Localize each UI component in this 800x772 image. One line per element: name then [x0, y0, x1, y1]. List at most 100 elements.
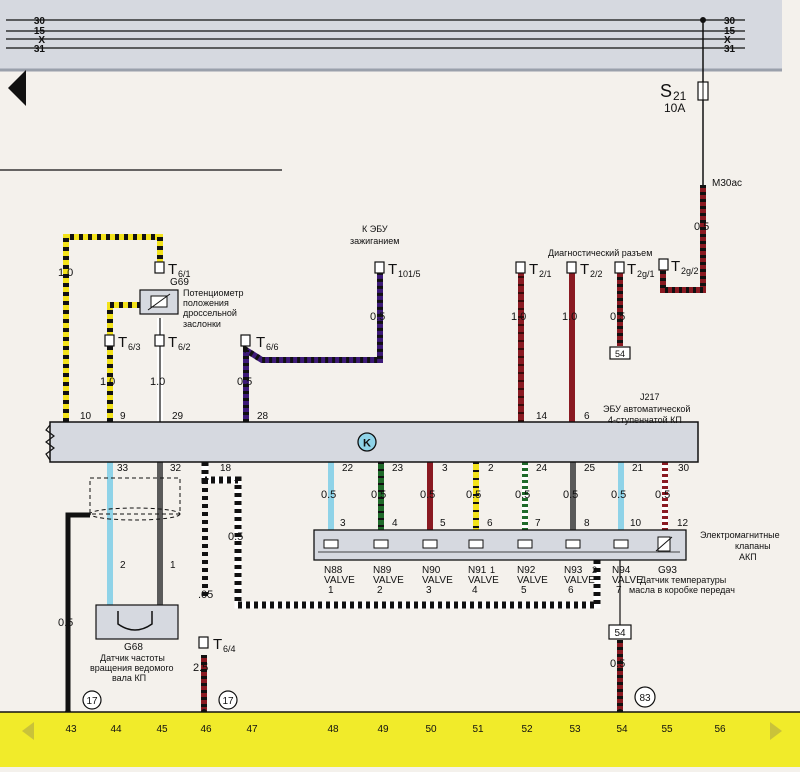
temp-sensor-arrow-icon	[655, 536, 673, 552]
ecu-bottom-pin: 32	[170, 463, 182, 474]
bus-label-right-x: X	[724, 35, 731, 46]
connector-icon	[566, 261, 577, 274]
valve-kind: VALVE	[422, 575, 453, 586]
wire-pin9-stripe	[107, 302, 140, 422]
fuse-name: S	[660, 81, 672, 101]
connector-t21-sub: 2/1	[539, 269, 552, 279]
ecu-break-mark	[45, 424, 55, 461]
valve-coil-icon	[323, 539, 339, 549]
valve-name: N91	[468, 565, 487, 576]
size-lower: 0.5	[371, 489, 386, 501]
valve-pin: 4	[392, 518, 398, 529]
size-pin18: 0.5	[228, 531, 243, 543]
size-pin9: 1.0	[100, 376, 115, 388]
circle-refs: 17 17 83	[82, 686, 656, 710]
valve-name: N92	[517, 565, 536, 576]
valve-name: N88	[324, 565, 343, 576]
valve-kind: VALVE	[612, 575, 643, 586]
ecu-j217: K J217 ЭБУ автоматической 4-ступенчатой …	[45, 392, 699, 474]
ecu-bottom-pin: 23	[392, 463, 404, 474]
ruler-number: 45	[156, 724, 168, 735]
ref-box-54-upper-label: 54	[615, 349, 625, 359]
size-ground43: 0.5	[58, 617, 73, 629]
harness-m30: M30ас	[712, 178, 742, 189]
power-bus: 30 15 X 31 30 15 X 31	[0, 0, 782, 106]
ruler-number: 53	[569, 724, 581, 735]
size-t2g: 0.5	[610, 311, 625, 323]
bus-label-left-x: X	[38, 35, 45, 46]
size-lower: 0.5	[655, 489, 670, 501]
valve-num: 3	[426, 585, 432, 596]
valve-kind: VALVE	[468, 575, 499, 586]
connector-icon	[515, 261, 526, 274]
upper-wire-sizes: 0.5 1.0 1.0 1.0 0.5 0.5 1.0 1.0 0.5	[58, 221, 709, 388]
sensor-g68: 2 1 G68 Датчик частоты вращения ведомого…	[89, 477, 181, 683]
connector-icon	[240, 334, 251, 347]
connector-t1015-sub: 101/5	[398, 269, 421, 279]
connector-icon	[658, 258, 669, 271]
valves-caption-1: Электромагнитные	[700, 530, 780, 540]
ecu-bottom-pin: 22	[342, 463, 354, 474]
size-lower: 0.5	[420, 489, 435, 501]
bus-label-right-30: 30	[724, 16, 736, 27]
valve-name: G93	[658, 565, 677, 576]
ecu-top-pin: 28	[257, 411, 269, 422]
g68-pin: 1	[170, 560, 176, 571]
valve-num: 6	[568, 585, 574, 596]
ruler-number: 44	[110, 724, 122, 735]
ref-box-54-lower-label: 54	[614, 628, 626, 639]
page-back-arrow-icon[interactable]	[8, 70, 26, 106]
ruler-number: 56	[714, 724, 726, 735]
ecu-bottom-pin: 18	[220, 463, 232, 474]
fuse-rating: 10A	[664, 101, 685, 115]
connector-t66-main: T	[256, 334, 265, 351]
size-pin10: 1.0	[58, 267, 73, 279]
bus-background	[0, 0, 782, 70]
valve-name: N90	[422, 565, 441, 576]
wire-pin10-stripe	[63, 234, 163, 422]
circle-ref	[218, 690, 238, 710]
ecu-bottom-pin: 33	[117, 463, 129, 474]
ecu-desc-line2: 4-ступенчатой КП	[608, 415, 682, 425]
ruler-number: 43	[65, 724, 77, 735]
ruler-left-arrow-icon[interactable]	[22, 722, 34, 740]
g68-name: G68	[124, 642, 143, 653]
bus-label-right-15: 15	[724, 26, 736, 37]
ruler-number: 54	[616, 724, 628, 735]
valve-kind: VALVE	[564, 575, 595, 586]
valve-pin: 3	[340, 518, 346, 529]
ruler-background	[0, 712, 800, 767]
ecu-desc-line1: ЭБУ автоматической	[603, 404, 690, 414]
ecu-top-pin: 14	[536, 411, 548, 422]
size-pin29: 1.0	[150, 376, 165, 388]
g93-desc-1: Датчик температуры	[640, 575, 726, 585]
connector-t66-sub: 6/6	[266, 342, 279, 352]
g69-desc-3: дроссельной	[183, 308, 237, 318]
valve-pin: 12	[677, 518, 689, 529]
valve-coil-icon	[565, 539, 581, 549]
connector-icon	[614, 261, 625, 274]
connector-t21-main: T	[529, 261, 538, 278]
bus-label-right-31: 31	[724, 44, 736, 55]
g69-desc-1: Потенциометр	[183, 288, 243, 298]
circle-ref	[82, 690, 102, 710]
connector-t61: T 6/1	[154, 261, 191, 279]
ruler-right-arrow-icon[interactable]	[770, 722, 782, 740]
connector-icon	[374, 261, 385, 274]
bottom-ruler: 43 44 45 46 47 48 49 50 51 52 53 54 55 5…	[0, 711, 800, 767]
valve-pin: 6	[487, 518, 493, 529]
g93-desc-2: масла в коробке передач	[629, 585, 735, 595]
connector-icon	[154, 261, 165, 274]
ecu-bottom-pin: 3	[442, 463, 448, 474]
connector-t64-sub: 6/4	[223, 644, 236, 654]
valve-coil-icon	[468, 539, 484, 549]
valve-coil-icon	[517, 539, 533, 549]
connector-icon	[198, 636, 209, 649]
ecu-bottom-pin: 21	[632, 463, 644, 474]
valve-num: 4	[472, 585, 478, 596]
sensor-g69: G69 Потенциометр положения дроссельной з…	[139, 277, 243, 329]
g68-coil-icon	[117, 611, 153, 631]
ecu-top-pin: 29	[172, 411, 184, 422]
wire-m30-stripe	[660, 185, 706, 293]
